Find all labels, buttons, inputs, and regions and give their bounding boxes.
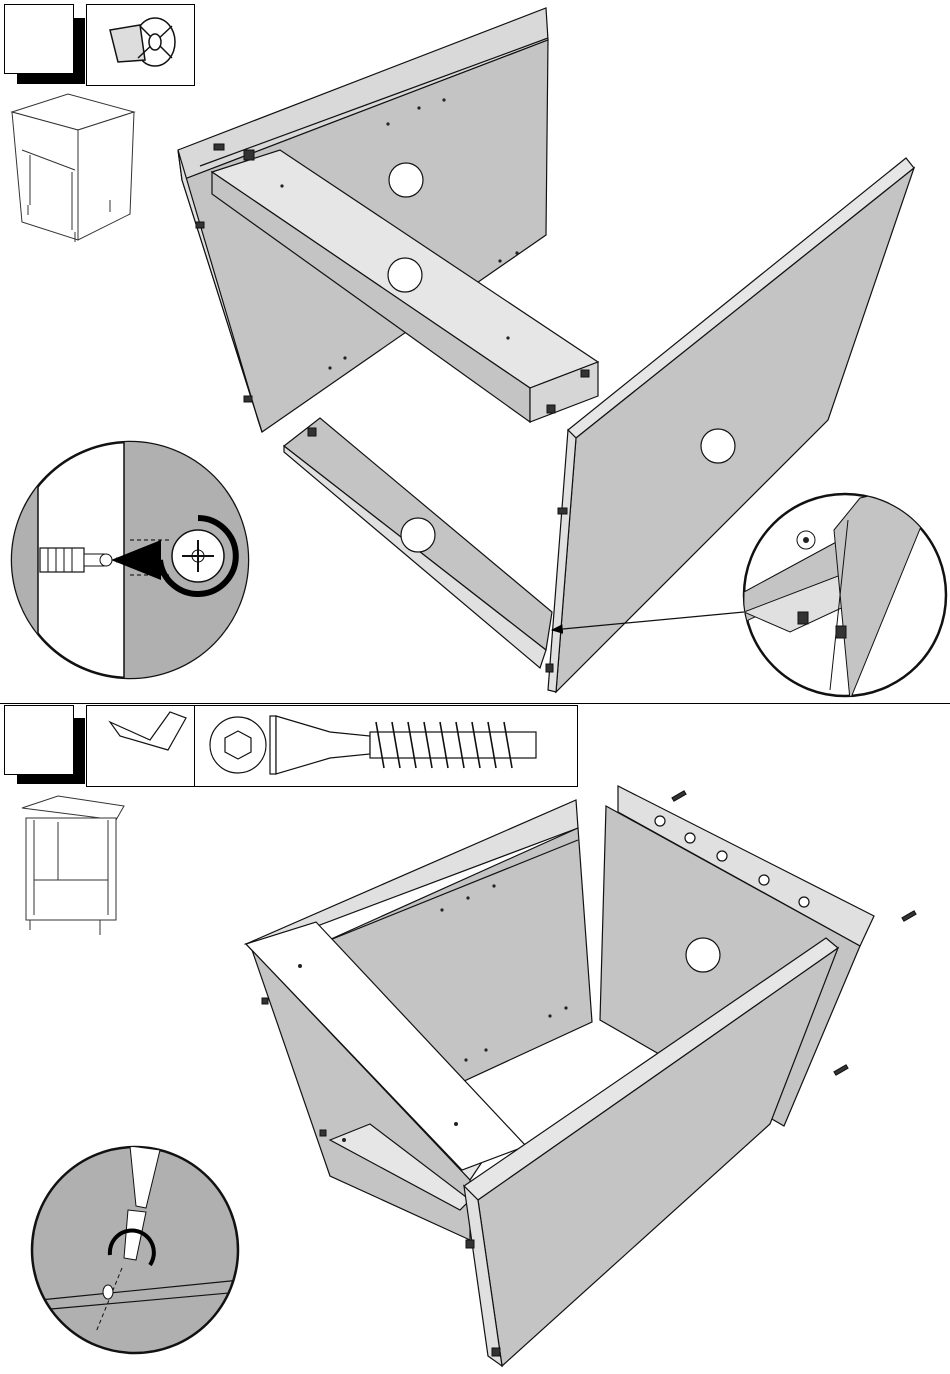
cam-lock-fitting-icon — [110, 18, 175, 66]
cam-rotation-detail — [0, 430, 264, 690]
allen-key-icon — [110, 712, 186, 750]
screw-driving-detail — [32, 1146, 240, 1353]
cabinet-carcass-step-2 — [246, 786, 874, 1366]
confirmat-screw-icon — [210, 716, 536, 774]
cabinet-thumbnail-step-1 — [12, 94, 134, 242]
cabinet-thumbnail-step-2 — [22, 796, 124, 935]
